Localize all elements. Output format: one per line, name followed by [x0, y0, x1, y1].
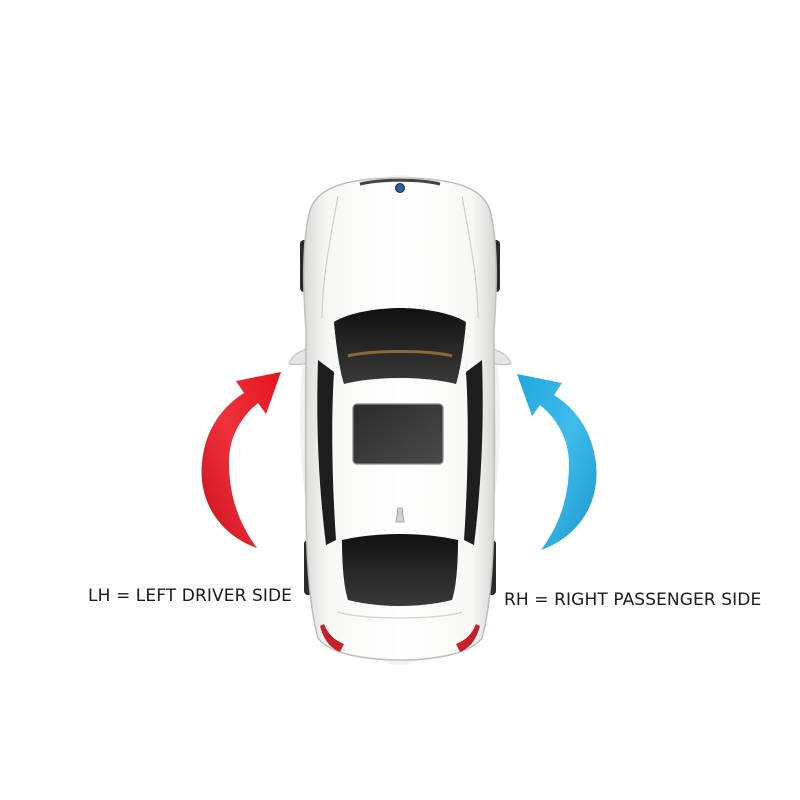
left-driver-side-label: LH = LEFT DRIVER SIDE [88, 586, 293, 606]
right-passenger-side-label: RH = RIGHT PASSENGER SIDE [504, 590, 762, 610]
left-tail-light [320, 624, 344, 652]
right-side-window [464, 360, 483, 545]
windshield [334, 308, 466, 384]
car-top-view-icon [288, 175, 512, 665]
rear-window [342, 534, 458, 606]
left-side-window [317, 360, 336, 545]
right-arrow-icon [517, 374, 597, 550]
right-tail-light [456, 624, 480, 652]
left-arrow-icon [201, 372, 281, 548]
sunroof [352, 403, 444, 465]
brand-badge-icon [395, 183, 405, 193]
